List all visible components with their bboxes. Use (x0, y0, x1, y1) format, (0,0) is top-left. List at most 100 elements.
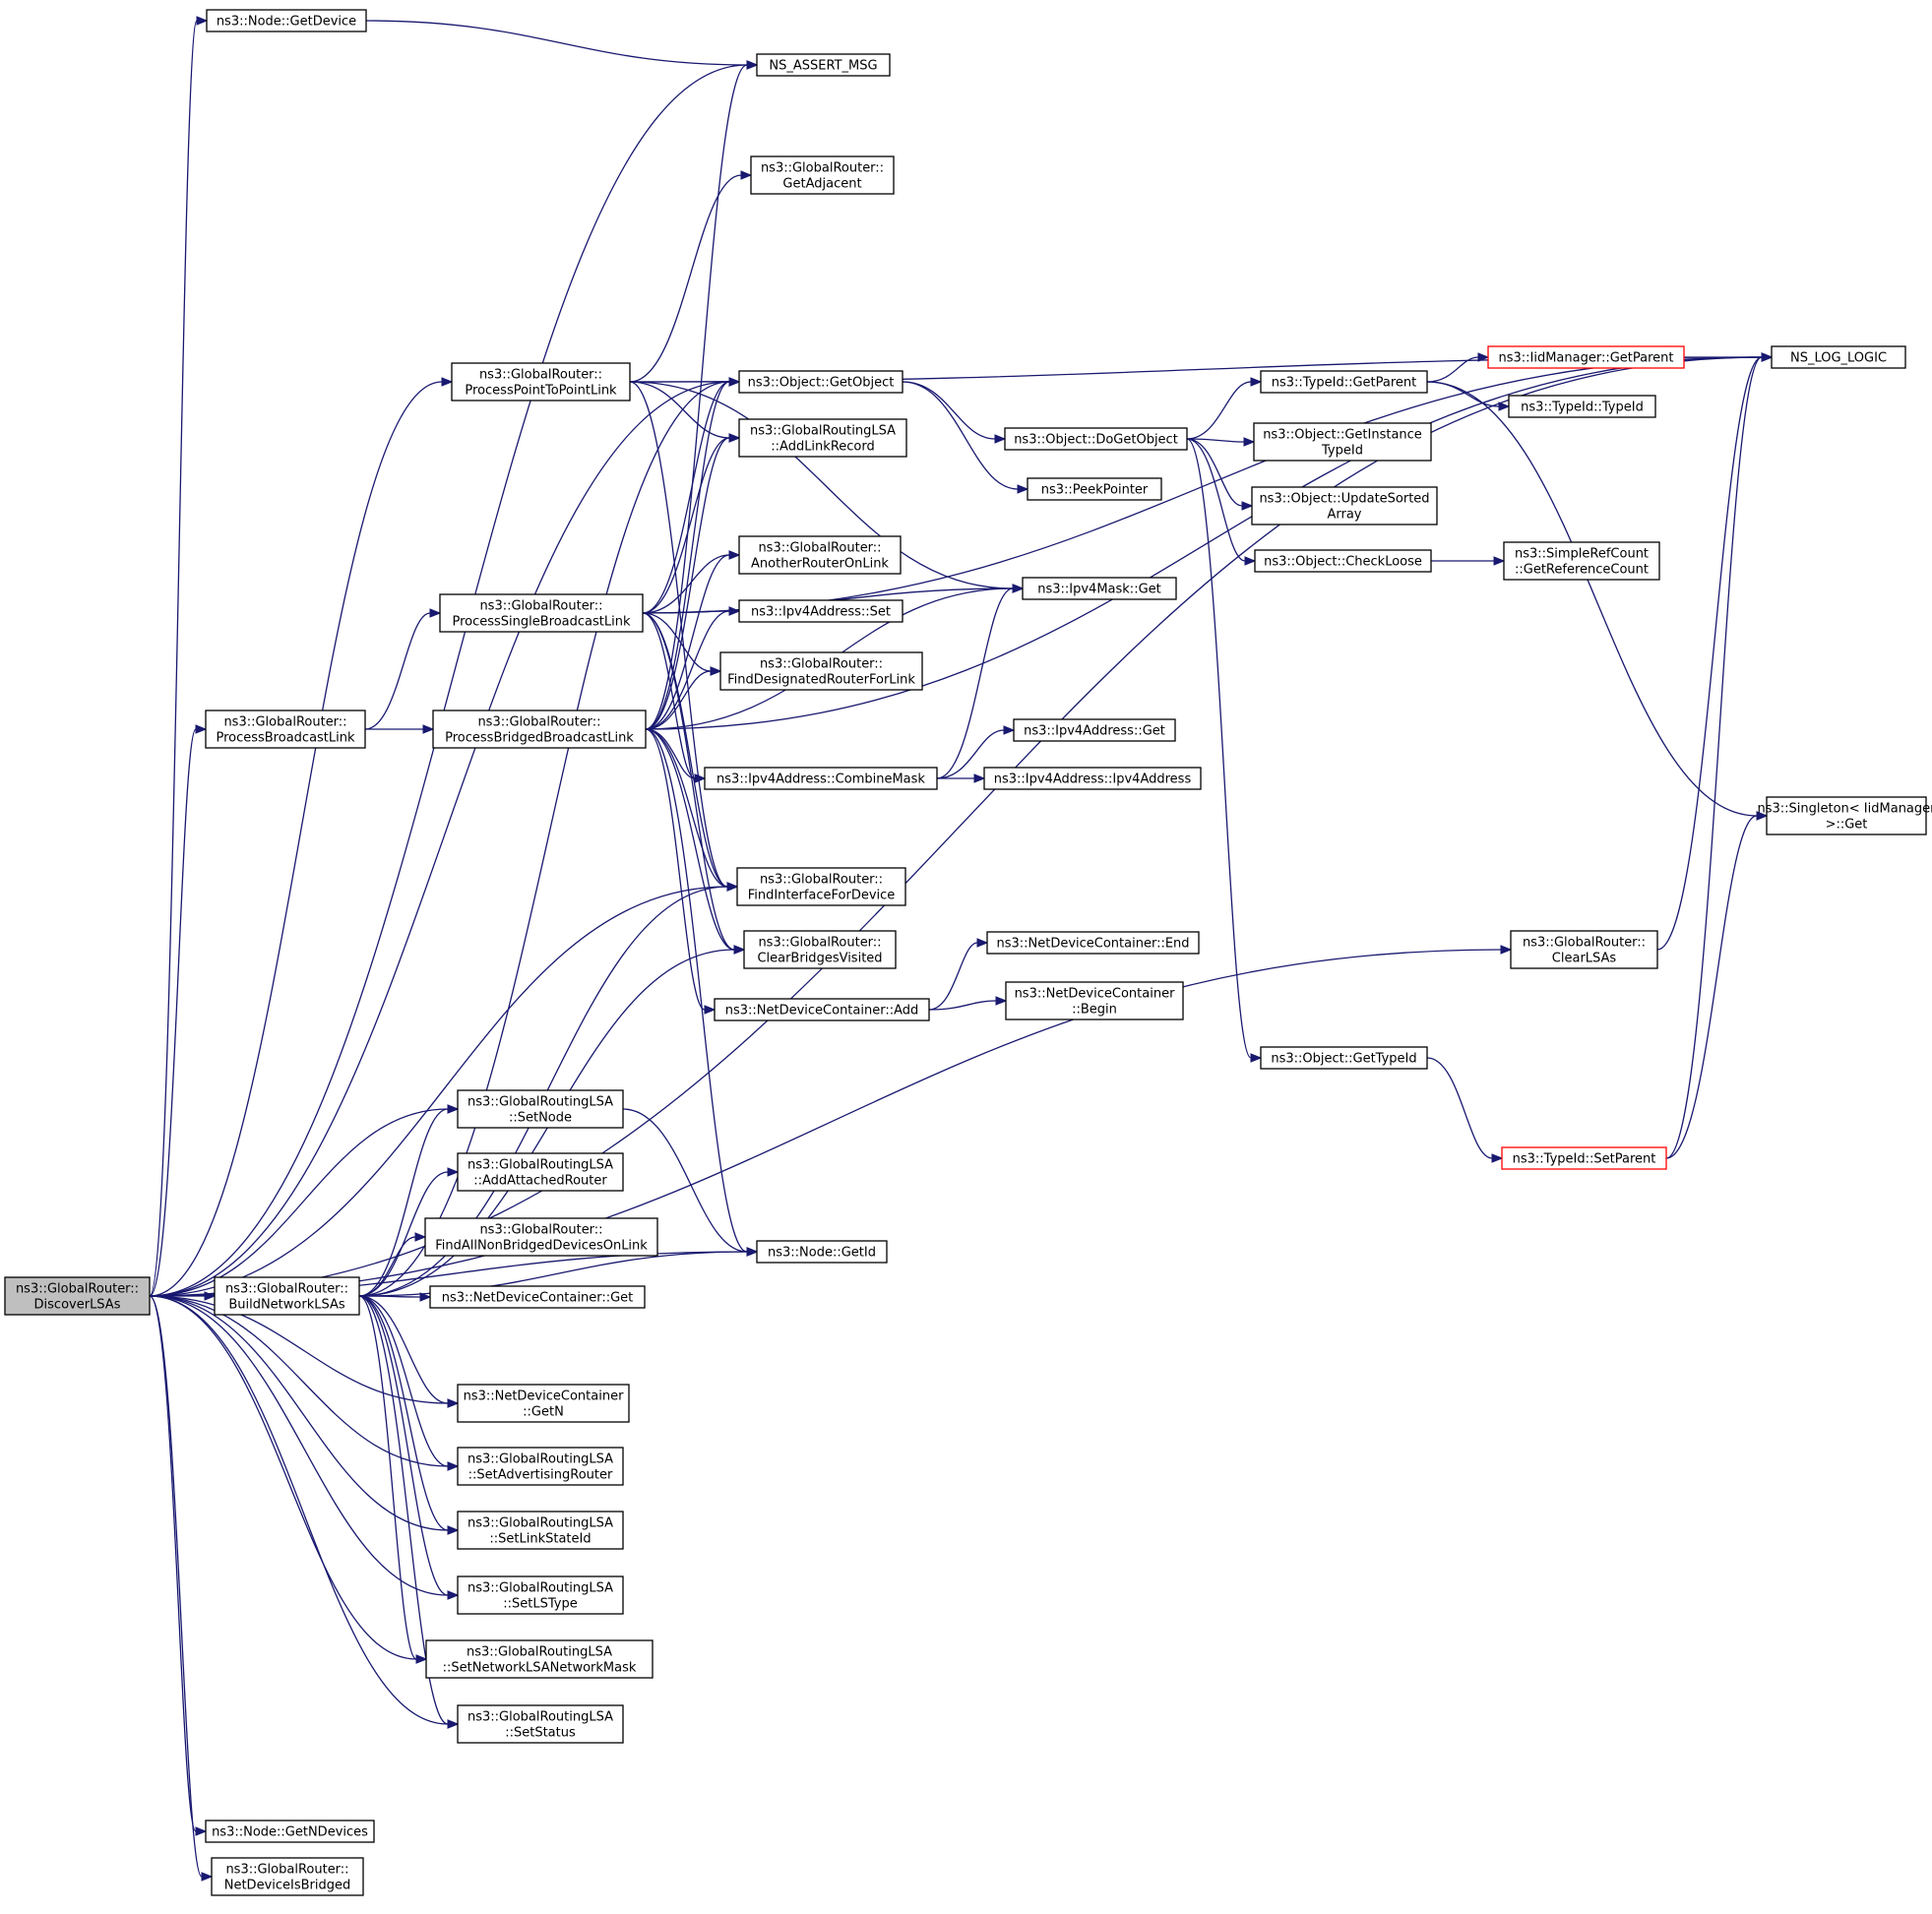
node-nslog[interactable]: NS_LOG_LOGIC (1771, 345, 1906, 369)
node-addattached[interactable]: ns3::GlobalRoutingLSA::AddAttachedRouter (457, 1152, 624, 1192)
node-typeid-getparent[interactable]: ns3::TypeId::GetParent (1260, 370, 1428, 394)
node-getdevice[interactable]: ns3::Node::GetDevice (206, 9, 367, 32)
node-node-getid[interactable]: ns3::Node::GetId (756, 1240, 888, 1264)
node-label-line: ns3::GlobalRoutingLSA (467, 1645, 612, 1660)
call-edge-dogetobject-to-checkloose (1186, 438, 1257, 566)
call-edge-bridgedbcast-to-finddr (645, 666, 722, 730)
edge-line (645, 728, 728, 888)
edge-arrowhead (728, 433, 741, 443)
node-isbridged[interactable]: ns3::GlobalRouter::NetDeviceIsBridged (211, 1857, 364, 1896)
node-ipv4addr-get[interactable]: ns3::Ipv4Address::Get (1013, 718, 1176, 742)
node-addlinkrecord[interactable]: ns3::GlobalRoutingLSA::AddLinkRecord (738, 418, 907, 458)
node-ndc-add[interactable]: ns3::NetDeviceContainer::Add (714, 998, 930, 1021)
edge-arrowhead (746, 60, 759, 70)
node-ipv4addr-set[interactable]: ns3::Ipv4Address::Set (738, 599, 904, 623)
node-ndc-end[interactable]: ns3::NetDeviceContainer::End (986, 931, 1200, 955)
node-iid-getparent[interactable]: ns3::IidManager::GetParent (1487, 345, 1685, 369)
node-findiface[interactable]: ns3::GlobalRouter::FindInterfaceForDevic… (736, 867, 906, 906)
node-setnode[interactable]: ns3::GlobalRoutingLSA::SetNode (457, 1089, 624, 1129)
node-assert[interactable]: NS_ASSERT_MSG (756, 53, 891, 77)
call-edge-discover-to-getdevice (149, 16, 209, 1297)
node-getrefcount[interactable]: ns3::SimpleRefCount::GetReferenceCount (1503, 541, 1660, 581)
node-getobject[interactable]: ns3::Object::GetObject (738, 370, 904, 394)
edge-line (642, 437, 730, 614)
node-combinemask[interactable]: ns3::Ipv4Address::CombineMask (704, 767, 938, 790)
node-typeid-setparent[interactable]: ns3::TypeId::SetParent (1501, 1146, 1667, 1170)
node-box (1260, 1046, 1428, 1070)
node-label-line: ns3::Ipv4Address::Get (1024, 724, 1165, 739)
edge-line (1426, 1057, 1493, 1159)
node-label-line: ClearLSAs (1552, 952, 1617, 966)
node-label-line: FindAllNonBridgedDevicesOnLink (435, 1239, 648, 1254)
edge-arrowhead (994, 434, 1007, 444)
node-box (743, 930, 897, 969)
edge-arrowhead (447, 1590, 460, 1600)
node-label-line: ::GetN (523, 1405, 564, 1420)
node-label-line: ProcessBroadcastLink (216, 731, 355, 746)
node-bridgedbcast[interactable]: ns3::GlobalRouter::ProcessBridgedBroadca… (432, 710, 647, 749)
node-p2p[interactable]: ns3::GlobalRouter::ProcessPointToPointLi… (451, 362, 631, 401)
node-box (1004, 427, 1188, 451)
node-setlstype[interactable]: ns3::GlobalRoutingLSA::SetLSType (457, 1575, 624, 1615)
node-singleton-get[interactable]: ns3::Singleton< IidManager >::Get (1757, 796, 1932, 835)
node-label-line: ns3::IidManager::GetParent (1498, 351, 1673, 366)
edge-line (642, 554, 730, 614)
node-peekpointer[interactable]: ns3::PeekPointer (1027, 477, 1162, 501)
node-finddr[interactable]: ns3::GlobalRouter::FindDesignatedRouterF… (719, 651, 923, 691)
edge-line (645, 728, 706, 1011)
node-object-gettypeid[interactable]: ns3::Object::GetTypeId (1260, 1046, 1428, 1070)
node-findallnonbridged[interactable]: ns3::GlobalRouter::FindAllNonBridgedDevi… (424, 1217, 658, 1257)
node-ndc-get[interactable]: ns3::NetDeviceContainer::Get (429, 1285, 646, 1309)
call-edge-buildnetwork-to-setnode (358, 1104, 460, 1297)
node-label-line: ns3::TypeId::SetParent (1513, 1152, 1656, 1167)
node-setlinkstateid[interactable]: ns3::GlobalRoutingLSA::SetLinkStateId (457, 1511, 624, 1550)
node-label-line: ns3::Object::DoGetObject (1014, 433, 1178, 448)
edge-arrowhead (728, 550, 741, 560)
edge-line (645, 554, 730, 730)
node-typeid-typeid[interactable]: ns3::TypeId::TypeId (1508, 395, 1656, 418)
node-label-line: ProcessBridgedBroadcastLink (445, 731, 634, 746)
edge-arrowhead (415, 1654, 428, 1664)
node-clearlsas[interactable]: ns3::GlobalRouter::ClearLSAs (1510, 930, 1658, 969)
edge-arrowhead (1244, 556, 1257, 566)
edge-arrowhead (422, 724, 435, 734)
node-anotherrouter[interactable]: ns3::GlobalRouter::AnotherRouterOnLink (738, 535, 902, 575)
node-label-line: ns3::Node::GetDevice (217, 15, 356, 30)
node-clearbridges[interactable]: ns3::GlobalRouter::ClearBridgesVisited (743, 930, 897, 969)
node-setadvrouter[interactable]: ns3::GlobalRoutingLSA::SetAdvertisingRou… (457, 1447, 624, 1486)
call-edge-typeid-getparent-to-iid-getparent (1426, 352, 1490, 383)
edge-line (936, 587, 1014, 779)
node-label-line: ns3::NetDeviceContainer::Add (725, 1004, 919, 1019)
node-singlebcast[interactable]: ns3::GlobalRouter::ProcessSingleBroadcas… (439, 593, 644, 633)
node-label-line: >::Get (1826, 818, 1868, 833)
call-edge-combinemask-to-ipv4mask-get (936, 584, 1025, 779)
call-edge-discover-to-clearlsas (149, 945, 1513, 1297)
node-setnetmask[interactable]: ns3::GlobalRoutingLSA::SetNetworkLSANetw… (425, 1639, 654, 1679)
edge-arrowhead (973, 773, 986, 783)
node-discover[interactable]: ns3::GlobalRouter::DiscoverLSAs (4, 1276, 151, 1316)
node-getadjacent[interactable]: ns3::GlobalRouter::GetAdjacent (750, 155, 895, 195)
node-getndevices[interactable]: ns3::Node::GetNDevices (205, 1820, 375, 1843)
node-dogetobject[interactable]: ns3::Object::DoGetObject (1004, 427, 1188, 451)
node-box (1013, 718, 1176, 742)
node-ipv4mask-get[interactable]: ns3::Ipv4Mask::Get (1022, 577, 1177, 600)
node-label-line: ns3::Object::UpdateSorted (1259, 492, 1429, 507)
node-box (424, 1217, 658, 1257)
node-label-line: ns3::GlobalRouter:: (1523, 936, 1646, 951)
node-box (704, 767, 938, 790)
node-label-line: ns3::NetDeviceContainer (1015, 987, 1176, 1002)
node-label-line: Array (1327, 508, 1361, 523)
node-ipv4addr-ctor[interactable]: ns3::Ipv4Address::Ipv4Address (983, 767, 1202, 790)
node-buildnetwork[interactable]: ns3::GlobalRouter::BuildNetworkLSAs (214, 1276, 360, 1316)
node-ndc-getn[interactable]: ns3::NetDeviceContainer::GetN (457, 1384, 630, 1423)
node-box (429, 1285, 646, 1309)
edge-arrowhead (1017, 484, 1029, 494)
node-processbcast[interactable]: ns3::GlobalRouter::ProcessBroadcastLink (205, 710, 366, 749)
call-edge-buildnetwork-to-setadvrouter (358, 1295, 460, 1471)
node-checkloose[interactable]: ns3::Object::CheckLoose (1254, 549, 1432, 573)
node-setstatus[interactable]: ns3::GlobalRoutingLSA::SetStatus (457, 1704, 624, 1744)
node-label-line: ns3::Ipv4Mask::Get (1037, 583, 1161, 597)
node-ndc-begin[interactable]: ns3::NetDeviceContainer::Begin (1005, 981, 1184, 1020)
